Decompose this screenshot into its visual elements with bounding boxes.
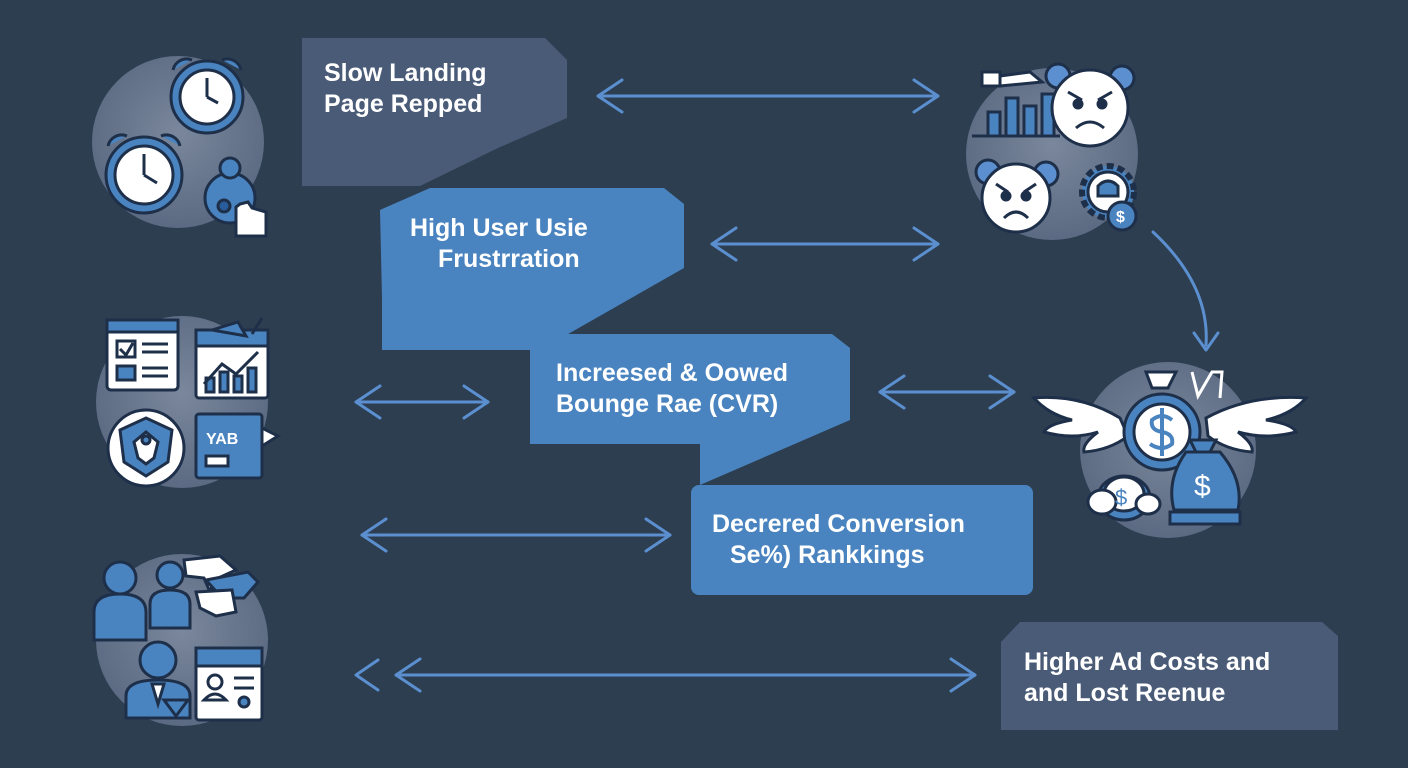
svg-text:$: $ <box>1116 209 1125 226</box>
conversion-line2: Se%) Rankkings <box>730 541 925 569</box>
bounce-label: Increesed & Oowed Bounge Rae (CVR) <box>556 358 788 420</box>
clocks-icon <box>92 56 268 238</box>
bounce-line2: Bounge Rae (CVR) <box>556 390 779 418</box>
slow-landing-line2: Page Repped <box>324 90 483 118</box>
svg-text:$: $ <box>1194 470 1211 503</box>
frustrated-users-icon: $ <box>966 62 1138 240</box>
frustration-label: High User Usie Frustrration <box>410 213 588 275</box>
ad-costs-line2: and Lost Reenue <box>1024 679 1226 707</box>
box-conversion <box>691 485 1033 595</box>
left-arrow-head <box>354 658 380 692</box>
double-arrow-1 <box>596 78 940 114</box>
double-arrow-2 <box>710 226 940 262</box>
svg-text:$: $ <box>1115 485 1127 510</box>
curved-arrow-head <box>1192 331 1220 352</box>
double-arrow-3 <box>354 384 490 420</box>
ad-costs-line1: Higher Ad Costs and <box>1024 648 1271 676</box>
frustration-line1: High User Usie <box>410 214 588 242</box>
box-frustration <box>380 188 684 350</box>
double-arrow-4 <box>878 374 1016 410</box>
box-ad-costs <box>1001 622 1338 730</box>
money-wings-icon: $ $ <box>1030 362 1310 538</box>
bounce-line1: Increesed & Oowed <box>556 359 789 387</box>
double-arrow-5 <box>360 517 672 553</box>
people-icon <box>92 554 268 726</box>
slow-landing-label: Slow Landing Page Repped <box>324 58 487 120</box>
conversion-line1: Decrered Conversion <box>712 510 965 538</box>
frustration-line2: Frustrration <box>438 245 580 273</box>
box-slow-landing <box>302 38 567 186</box>
tab-icon-text: YAB <box>206 431 238 448</box>
dashboard-icon: YAB <box>96 316 282 488</box>
double-arrow-6 <box>394 657 977 693</box>
ad-costs-label: Higher Ad Costs and and Lost Reenue <box>1024 647 1270 709</box>
conversion-label: Decrered Conversion Se%) Rankkings <box>712 509 965 571</box>
box-bounce <box>530 334 850 485</box>
curved-arrow <box>1151 230 1208 347</box>
slow-landing-line1: Slow Landing <box>324 59 487 87</box>
